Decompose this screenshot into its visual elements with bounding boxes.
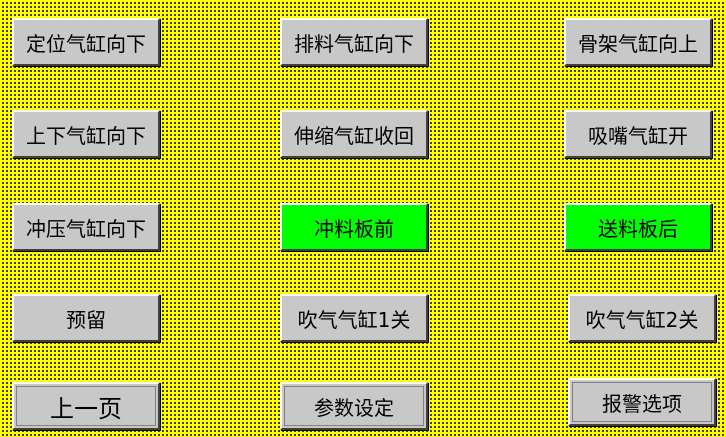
blow-cylinder-2-off-button[interactable]: 吹气气缸2关 — [568, 294, 716, 342]
suction-nozzle-cylinder-open-button[interactable]: 吸嘴气缸开 — [564, 110, 712, 158]
parameter-settings-button[interactable]: 参数设定 — [280, 382, 428, 430]
discharge-cylinder-down-button[interactable]: 排料气缸向下 — [280, 18, 428, 66]
reserved-button[interactable]: 预留 — [12, 294, 160, 342]
punch-cylinder-down-button[interactable]: 冲压气缸向下 — [12, 203, 160, 251]
positioning-cylinder-down-button[interactable]: 定位气缸向下 — [12, 18, 160, 66]
punch-plate-forward-button[interactable]: 冲料板前 — [280, 203, 428, 251]
blow-cylinder-1-off-button[interactable]: 吹气气缸1关 — [280, 294, 428, 342]
previous-page-button[interactable]: 上一页 — [12, 382, 160, 430]
alarm-options-button[interactable]: 报警选项 — [568, 378, 716, 426]
updown-cylinder-down-button[interactable]: 上下气缸向下 — [12, 110, 160, 158]
telescopic-cylinder-retract-button[interactable]: 伸缩气缸收回 — [280, 110, 428, 158]
feed-plate-back-button[interactable]: 送料板后 — [564, 203, 712, 251]
frame-cylinder-up-button[interactable]: 骨架气缸向上 — [564, 18, 712, 66]
